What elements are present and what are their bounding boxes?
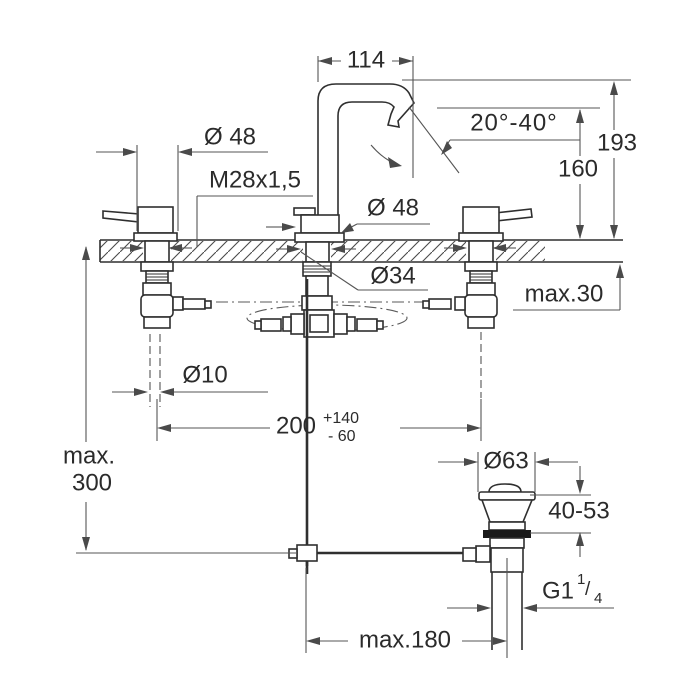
waste-flange-diameter-label: Ø63 — [483, 447, 528, 474]
handle-diameter-label: Ø 48 — [204, 123, 256, 150]
hole-centers-minus-label: - 60 — [328, 428, 356, 445]
height-to-outlet-label: 160 — [558, 155, 598, 182]
waste-thread-base-label: G1 — [542, 577, 574, 604]
right-valve-elbow — [464, 294, 498, 318]
dim-max-install-depth: max. 300 — [63, 246, 296, 554]
dim-mounting-thread: M28x1,5 — [196, 166, 313, 247]
deck-hole-arrows — [120, 244, 516, 253]
supply-hose-left — [260, 318, 282, 332]
dim-waste-thread: G1 1 / 4 — [447, 571, 614, 612]
dim-hole-centers: 200 +140 - 60 — [156, 399, 482, 445]
right-valve-mounting-nut — [464, 261, 498, 272]
deck-hole-diameter-label: Ø34 — [370, 262, 415, 289]
dim-height-to-top: 193 — [402, 79, 637, 239]
spout-base-diameter-label: Ø 48 — [367, 194, 419, 221]
spout-assembly — [254, 83, 415, 338]
dim-handle-diameter: Ø 48 — [96, 123, 268, 231]
dim-height-to-outlet: 160 — [437, 107, 600, 239]
max-spout-to-waste-label: max.180 — [359, 626, 451, 653]
dim-max-spout-to-waste: max.180 — [305, 568, 507, 653]
hole-centers-label: 200 — [276, 412, 316, 439]
max-deck-thickness-label: max.30 — [525, 280, 604, 307]
waste-thread-numerator-label: 1 — [577, 571, 585, 588]
max-install-depth-label-1: max. — [63, 442, 115, 469]
max-install-depth-label-2: 300 — [72, 469, 112, 496]
spout-base-flange — [294, 232, 345, 243]
drain-rod-nut — [462, 547, 477, 562]
left-valve-mounting-nut — [140, 261, 174, 272]
countertop-deck — [99, 239, 623, 263]
spout-base — [300, 214, 340, 234]
tee-connector — [303, 309, 335, 338]
swivel-angle-label: 20°-40° — [470, 109, 558, 136]
left-valve-escutcheon — [133, 232, 178, 242]
right-valve-body — [462, 206, 500, 234]
dim-rod-diameter: Ø10 — [112, 361, 268, 396]
left-valve-elbow — [140, 294, 174, 318]
dimension-annotations: 114 20°-40° 193 160 — [63, 46, 637, 653]
height-to-top-label: 193 — [597, 129, 637, 156]
dim-swivel-angle: 20°-40° — [370, 106, 580, 174]
left-valve-hose — [182, 298, 206, 310]
right-valve-hose — [428, 298, 452, 310]
spout-reach-label: 114 — [347, 46, 385, 73]
pop-up-knob — [293, 207, 316, 216]
rod-coupler — [296, 544, 318, 562]
right-valve-escutcheon — [458, 232, 504, 242]
dim-deck-hole-diameter: Ø34 — [300, 251, 428, 291]
dim-clamping-range: 40-53 — [530, 466, 610, 557]
left-valve — [102, 206, 212, 407]
left-valve-body — [137, 206, 174, 234]
pop-up-rod-linkage — [288, 279, 476, 574]
drain-rod-boss — [475, 545, 491, 563]
drain-funnel — [480, 499, 534, 523]
drain-flange-rim — [478, 491, 536, 501]
rod-diameter-label: Ø10 — [182, 361, 227, 388]
hole-centers-plus-label: +140 — [323, 410, 359, 427]
right-valve — [422, 206, 533, 398]
waste-thread-slash-label: / — [585, 579, 591, 600]
waste-drain-assembly — [462, 483, 536, 658]
supply-hose-right — [356, 318, 378, 332]
dim-spout-base-diameter: Ø 48 — [266, 194, 430, 233]
waste-thread-denominator-label: 4 — [594, 590, 602, 607]
drain-seal-ring — [483, 530, 531, 538]
spout-tube — [317, 83, 415, 217]
clamping-range-label: 40-53 — [548, 497, 609, 524]
drain-plug — [488, 483, 522, 493]
dim-waste-flange-diameter: Ø63 — [438, 447, 578, 492]
dim-max-deck-thickness: max.30 — [513, 264, 624, 311]
mounting-thread-label: M28x1,5 — [209, 166, 301, 193]
dim-spout-reach: 114 — [317, 46, 414, 178]
